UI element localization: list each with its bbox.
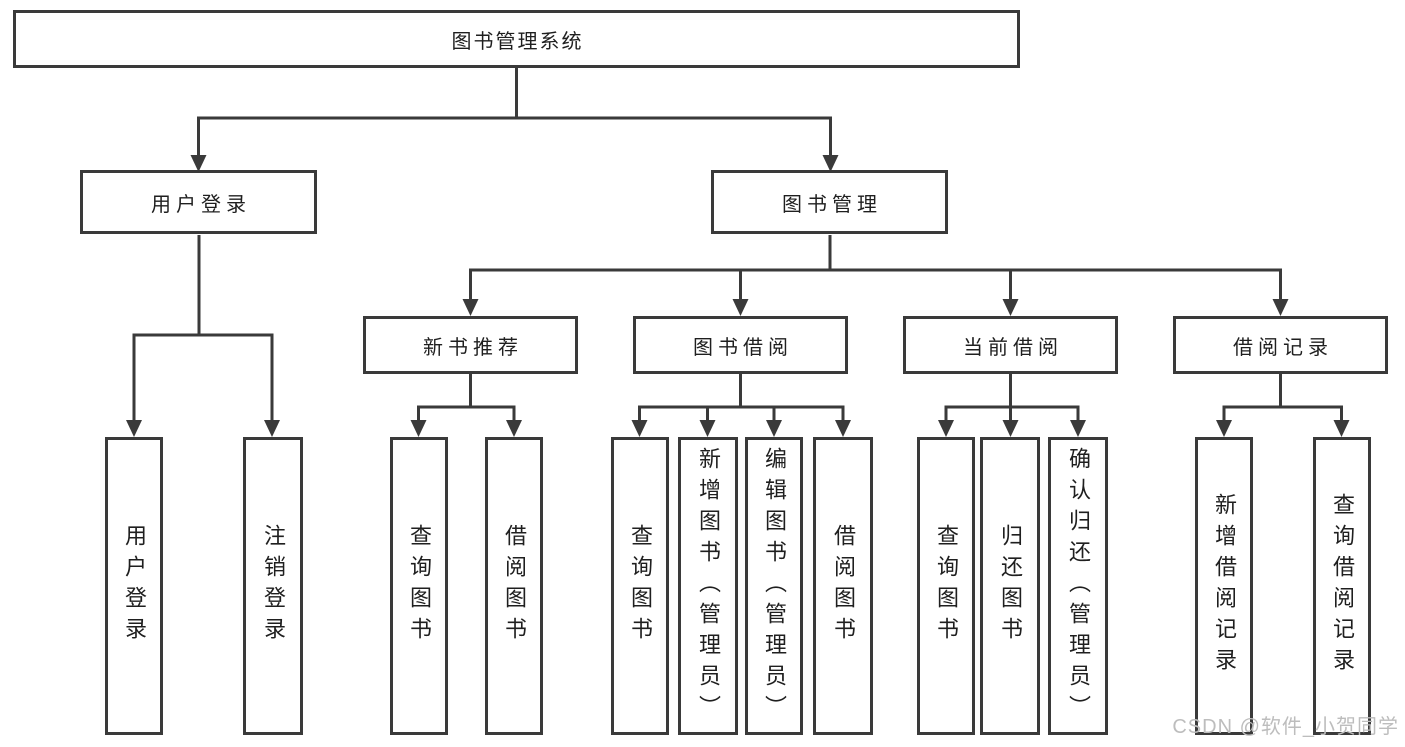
node-book-borrow: 图书借阅 [633, 316, 848, 374]
leaf-recommend-borrow-books: 借阅图书 [485, 437, 543, 735]
leaf-current-query-books: 查询图书 [917, 437, 975, 735]
leaf-borrow-query-books: 查询图书 [611, 437, 669, 735]
leaf-records-add-record: 新增借阅记录 [1195, 437, 1253, 735]
leaf-borrow-edit-books-admin: 编辑图书（管理员） [745, 437, 803, 735]
leaf-user-login: 用户登录 [105, 437, 163, 735]
node-root: 图书管理系统 [13, 10, 1020, 68]
node-borrow-records: 借阅记录 [1173, 316, 1388, 374]
leaf-logout: 注销登录 [243, 437, 303, 735]
leaf-records-query-record: 查询借阅记录 [1313, 437, 1371, 735]
leaf-recommend-query-books: 查询图书 [390, 437, 448, 735]
leaf-borrow-add-books-admin: 新增图书（管理员） [678, 437, 738, 735]
node-current-borrow: 当前借阅 [903, 316, 1118, 374]
node-user-login: 用户登录 [80, 170, 317, 234]
node-new-book-recommend: 新书推荐 [363, 316, 578, 374]
csdn-watermark: CSDN @软件_小贺同学 [1172, 716, 1399, 738]
node-book-management: 图书管理 [711, 170, 948, 234]
leaf-current-confirm-return-admin: 确认归还（管理员） [1048, 437, 1108, 735]
leaf-borrow-borrow-books: 借阅图书 [813, 437, 873, 735]
leaf-current-return-books: 归还图书 [980, 437, 1040, 735]
